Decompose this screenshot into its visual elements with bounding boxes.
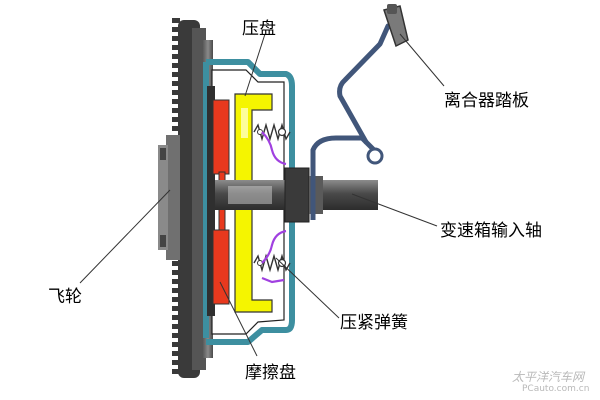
label-flywheel: 飞轮 bbox=[48, 287, 82, 307]
gear-tooth bbox=[172, 360, 180, 365]
shaft-highlight bbox=[228, 186, 272, 204]
spring-end-bottom bbox=[257, 260, 263, 266]
gear-tooth bbox=[172, 18, 180, 23]
release-bearing bbox=[284, 167, 310, 223]
label-friction-disc: 摩擦盘 bbox=[245, 363, 296, 383]
gear-tooth bbox=[172, 54, 180, 59]
gear-tooth bbox=[172, 117, 180, 122]
release-lever-bottom bbox=[261, 229, 287, 264]
gear-tooth bbox=[172, 27, 180, 32]
gear-tooth bbox=[172, 72, 180, 77]
leader-pressure-plate bbox=[244, 33, 266, 97]
pedal-pivot bbox=[366, 147, 384, 165]
gear-tooth bbox=[172, 369, 180, 374]
release-lever-top bbox=[261, 131, 287, 166]
label-pressure-spring: 压紧弹簧 bbox=[340, 313, 408, 333]
friction-disc bbox=[212, 99, 230, 305]
leader-input-shaft bbox=[351, 193, 438, 227]
pressure-plate bbox=[234, 93, 273, 313]
leader-lines bbox=[79, 33, 445, 357]
leader-clutch-pedal bbox=[399, 33, 445, 87]
watermark-line1: 太平洋汽车网 bbox=[512, 370, 585, 384]
gear-tooth bbox=[172, 63, 180, 68]
pedal-arm bbox=[337, 23, 391, 145]
label-clutch-pedal: 离合器踏板 bbox=[444, 91, 529, 111]
gear-tooth bbox=[172, 45, 180, 50]
gear-tooth bbox=[172, 315, 180, 320]
label-pressure-plate: 压盘 bbox=[242, 19, 276, 39]
gear-tooth bbox=[172, 36, 180, 41]
gear-tooth bbox=[172, 333, 180, 338]
release-lever-tip-bottom bbox=[261, 276, 285, 284]
gear-tooth bbox=[172, 99, 180, 104]
flywheel-hub bbox=[166, 135, 180, 260]
spring-pivot-top bbox=[277, 127, 287, 137]
gear-tooth bbox=[172, 342, 180, 347]
flywheel-rim bbox=[192, 28, 206, 370]
gear-tooth bbox=[172, 324, 180, 329]
gear-tooth bbox=[172, 108, 180, 113]
flange-bolt-top bbox=[160, 148, 166, 160]
gear-tooth bbox=[172, 270, 180, 275]
watermark-line2: PCauto.com.cn bbox=[522, 384, 590, 394]
pressure-plate-highlight bbox=[241, 108, 248, 138]
gear-tooth bbox=[172, 81, 180, 86]
gear-tooth bbox=[172, 351, 180, 356]
gear-tooth bbox=[172, 126, 180, 131]
spring-end-top bbox=[257, 129, 263, 135]
leader-friction-disc bbox=[219, 281, 258, 357]
gear-tooth bbox=[172, 306, 180, 311]
clutch-pedal-cap bbox=[387, 4, 397, 14]
release-fork bbox=[310, 135, 376, 220]
gear-tooth bbox=[172, 90, 180, 95]
label-gearbox-input-shaft: 变速箱输入轴 bbox=[440, 221, 542, 241]
leader-pressure-spring bbox=[275, 257, 340, 319]
gear-tooth bbox=[172, 261, 180, 266]
housing-bolt-strip bbox=[207, 86, 215, 316]
gear-tooth bbox=[172, 288, 180, 293]
gear-tooth bbox=[172, 279, 180, 284]
gear-tooth bbox=[172, 297, 180, 302]
leader-flywheel bbox=[79, 189, 171, 284]
flange-bolt-bottom bbox=[160, 235, 166, 247]
